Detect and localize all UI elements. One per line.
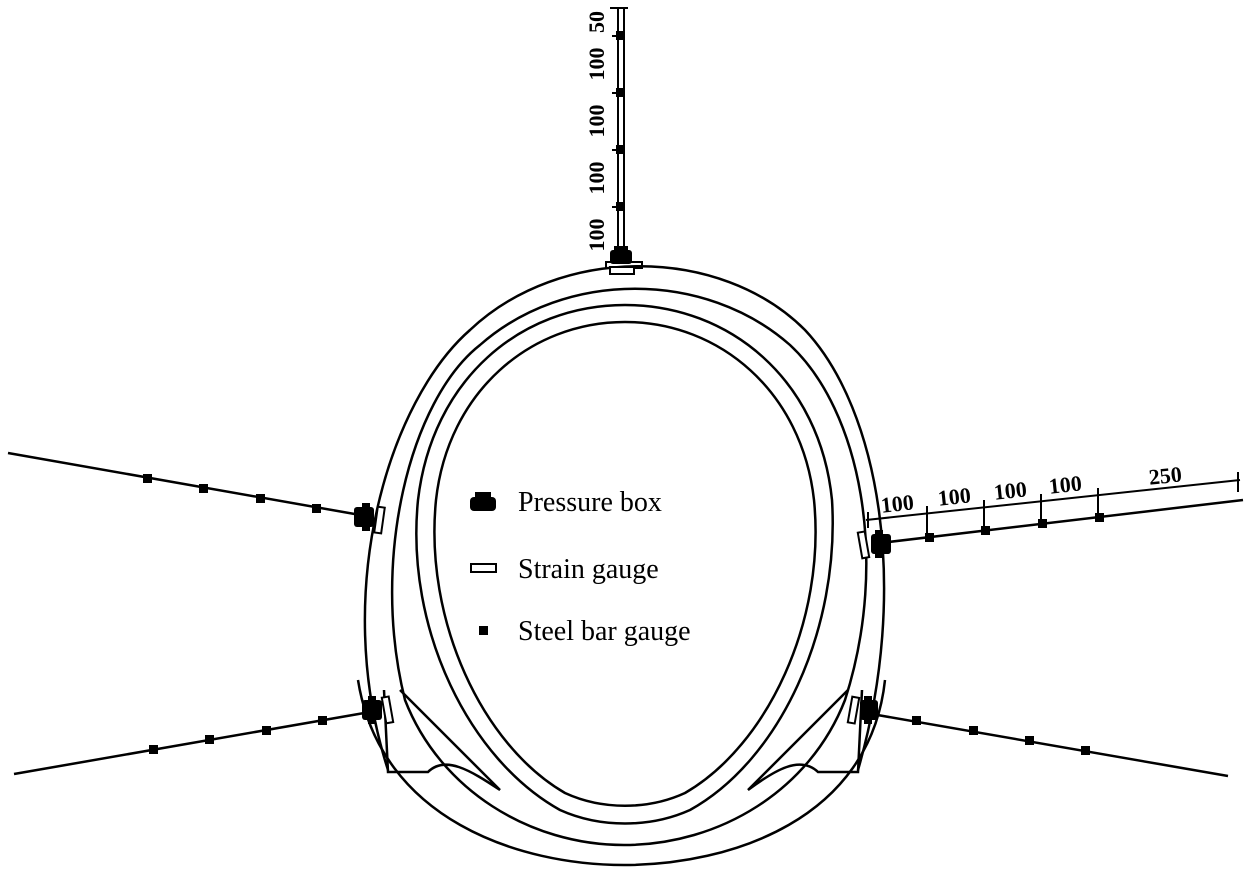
steel-bar-gauge-icon (205, 735, 214, 744)
steel-bar-gauge-icon (912, 716, 921, 725)
right-spacing-label-1: 100 (879, 489, 914, 517)
strain-gauge-icon (846, 695, 861, 725)
strain-gauge-icon (470, 563, 497, 573)
legend-label-pressure-box: Pressure box (518, 487, 662, 518)
left-lower-anchor (13, 710, 371, 776)
pressure-box-icon (362, 696, 382, 724)
steel-bar-gauges (143, 31, 1104, 755)
legend: Pressure box Strain gauge Steel bar gaug… (470, 487, 691, 647)
steel-bar-gauge-icon (143, 474, 152, 483)
pressure-box-icon (610, 246, 632, 264)
steel-bar-gauge-icon (199, 484, 208, 493)
top-spacing-label-5: 50 (584, 11, 609, 33)
pressure-box-icon (871, 530, 891, 558)
steel-bar-gauge-icon (479, 626, 488, 635)
steel-bar-gauge-icon (1025, 736, 1034, 745)
steel-bar-gauge-icon (1081, 746, 1090, 755)
right-spacing-label-3: 100 (992, 476, 1027, 504)
steel-bar-gauge-icon (616, 202, 625, 211)
pressure-box-icon (860, 696, 878, 724)
steel-bar-gauge-icon (1038, 519, 1047, 528)
top-spacing-label-1: 100 (584, 219, 609, 252)
legend-label-steel-bar-gauge: Steel bar gauge (518, 616, 691, 647)
pressure-boxes (354, 246, 891, 724)
steel-bar-gauge-icon (969, 726, 978, 735)
strain-gauge-icon (609, 266, 635, 275)
top-spacing-label-4: 100 (584, 48, 609, 81)
steel-bar-gauge-icon (312, 504, 321, 513)
top-spacing-label-3: 100 (584, 105, 609, 138)
steel-bar-gauge-icon (149, 745, 158, 754)
tunnel-lining (356, 261, 887, 867)
pressure-box-icon (354, 503, 374, 531)
right-lower-anchor (865, 711, 1229, 778)
top-spacing-label-2: 100 (584, 162, 609, 195)
right-dimension-line (865, 479, 1241, 521)
anchor-bolts (7, 8, 1244, 778)
right-spacing-label-5: 250 (1147, 461, 1182, 489)
outer-lining (363, 265, 886, 771)
steel-bar-gauge-icon (925, 533, 934, 542)
right-spacing-label-2: 100 (936, 482, 971, 510)
legend-item-steel-bar-gauge: Steel bar gauge (479, 616, 691, 647)
left-footing (382, 689, 501, 792)
right-dimension-labels: 100 100 100 100 250 (879, 461, 1182, 517)
steel-bar-gauge-icon (616, 88, 625, 97)
steel-bar-gauge-icon (981, 526, 990, 535)
steel-bar-gauge-icon (256, 494, 265, 503)
innermost-lining (433, 320, 817, 807)
steel-bar-gauge-icon (616, 145, 625, 154)
right-spacing-label-4: 100 (1047, 470, 1082, 498)
top-dimension-labels: 100 100 100 100 50 (584, 11, 609, 252)
middle-lining (390, 287, 868, 847)
pressure-box-icon (470, 492, 496, 511)
legend-label-strain-gauge: Strain gauge (518, 554, 659, 585)
right-upper-anchor (879, 498, 1244, 545)
strain-gauge-icon (380, 695, 395, 725)
strain-gauges (373, 266, 871, 725)
inner-lining (415, 303, 834, 825)
steel-bar-gauge-icon (616, 31, 625, 40)
strain-gauge-icon (856, 530, 871, 560)
steel-bar-gauge-icon (318, 716, 327, 725)
right-footing (747, 689, 864, 792)
invert-outer-arc (356, 679, 887, 867)
legend-item-pressure-box: Pressure box (470, 487, 662, 518)
legend-item-strain-gauge: Strain gauge (470, 554, 659, 585)
strain-gauge-icon (373, 505, 386, 535)
steel-bar-gauge-icon (1095, 513, 1104, 522)
steel-bar-gauge-icon (262, 726, 271, 735)
left-upper-anchor (7, 451, 367, 518)
